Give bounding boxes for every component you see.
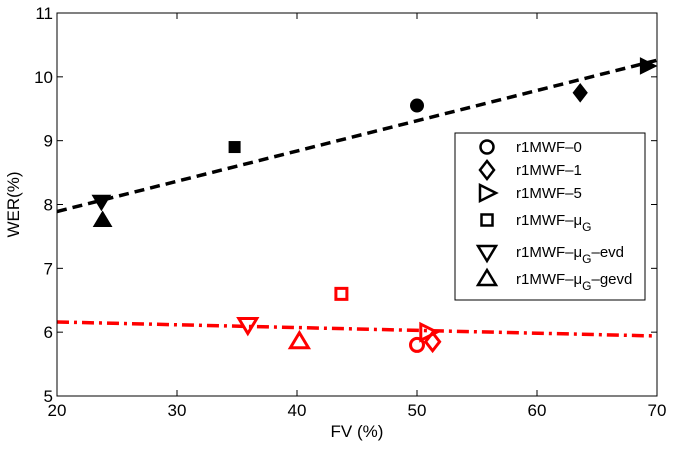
legend-marker-circle xyxy=(479,139,495,155)
black-point-triangle-down xyxy=(91,194,112,212)
data-points xyxy=(91,57,658,354)
red-point-diamond xyxy=(423,330,442,354)
legend-marker-diamond xyxy=(478,158,496,182)
legend-label: r1MWF–μG xyxy=(516,212,591,234)
y-tick-label: 5 xyxy=(44,387,53,406)
legend-marker-triangle-right xyxy=(478,182,499,204)
y-tick-label: 9 xyxy=(44,132,53,151)
y-axis-label: WER(%) xyxy=(4,171,23,237)
black-point-triangle-right xyxy=(639,57,658,75)
x-tick-label: 50 xyxy=(408,401,427,420)
black-point-circle xyxy=(410,98,424,113)
fit-lines xyxy=(56,58,658,338)
black-fit-line xyxy=(56,58,658,214)
black-point-diamond xyxy=(572,82,588,103)
red-point-square xyxy=(334,286,349,301)
legend: r1MWF–0 r1MWF–1 r1MWF–5 r1MWF–μG r1MWF–μG–ev… xyxy=(454,132,646,301)
x-axis-label: FV (%) xyxy=(331,422,384,441)
red-point-triangle-right xyxy=(419,321,441,343)
y-tick-label: 11 xyxy=(35,4,53,23)
legend-marker-triangle-up xyxy=(475,267,499,287)
black-point-triangle-up xyxy=(92,210,113,227)
y-tick-label: 10 xyxy=(34,68,53,87)
legend-marker-square xyxy=(480,213,494,227)
legend-label: r1MWF–5 xyxy=(516,185,582,202)
legend-label: r1MWF–μG–gevd xyxy=(516,271,632,293)
y-tick-label: 8 xyxy=(44,196,53,215)
legend-label: r1MWF–0 xyxy=(516,139,582,156)
legend-marker-triangle-down xyxy=(475,244,499,264)
axis-ticks: 20 30 40 50 60 70 5 6 7 8 9 10 11 xyxy=(34,4,666,420)
x-tick-label: 60 xyxy=(528,401,547,420)
red-fit-line xyxy=(56,320,658,338)
x-tick-label: 30 xyxy=(168,401,187,420)
y-tick-label: 6 xyxy=(44,323,53,342)
red-point-circle xyxy=(409,336,425,353)
legend-label: r1MWF–μG–evd xyxy=(516,244,624,266)
y-tick-label: 7 xyxy=(44,259,53,278)
legend-label: r1MWF–1 xyxy=(516,162,582,179)
x-tick-label: 70 xyxy=(648,401,667,420)
x-tick-label: 20 xyxy=(48,401,67,420)
red-point-triangle-up xyxy=(287,329,312,350)
x-tick-label: 40 xyxy=(288,401,307,420)
black-point-square xyxy=(228,141,241,154)
red-point-triangle-down xyxy=(236,317,260,337)
